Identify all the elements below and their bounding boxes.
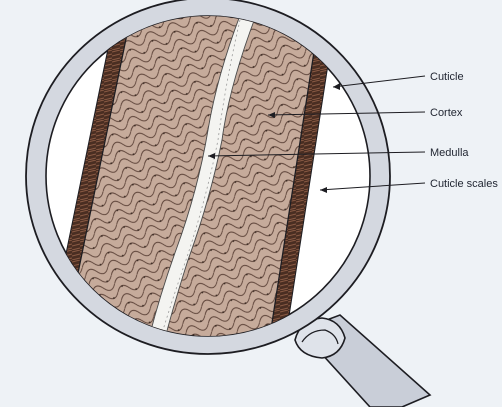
magnifying-glass-icon bbox=[295, 315, 430, 407]
cuticle-label: Cuticle bbox=[430, 71, 464, 83]
cuticle-scales-label: Cuticle scales bbox=[430, 178, 498, 190]
cortex-label: Cortex bbox=[430, 107, 463, 119]
medulla-label: Medulla bbox=[430, 147, 469, 159]
